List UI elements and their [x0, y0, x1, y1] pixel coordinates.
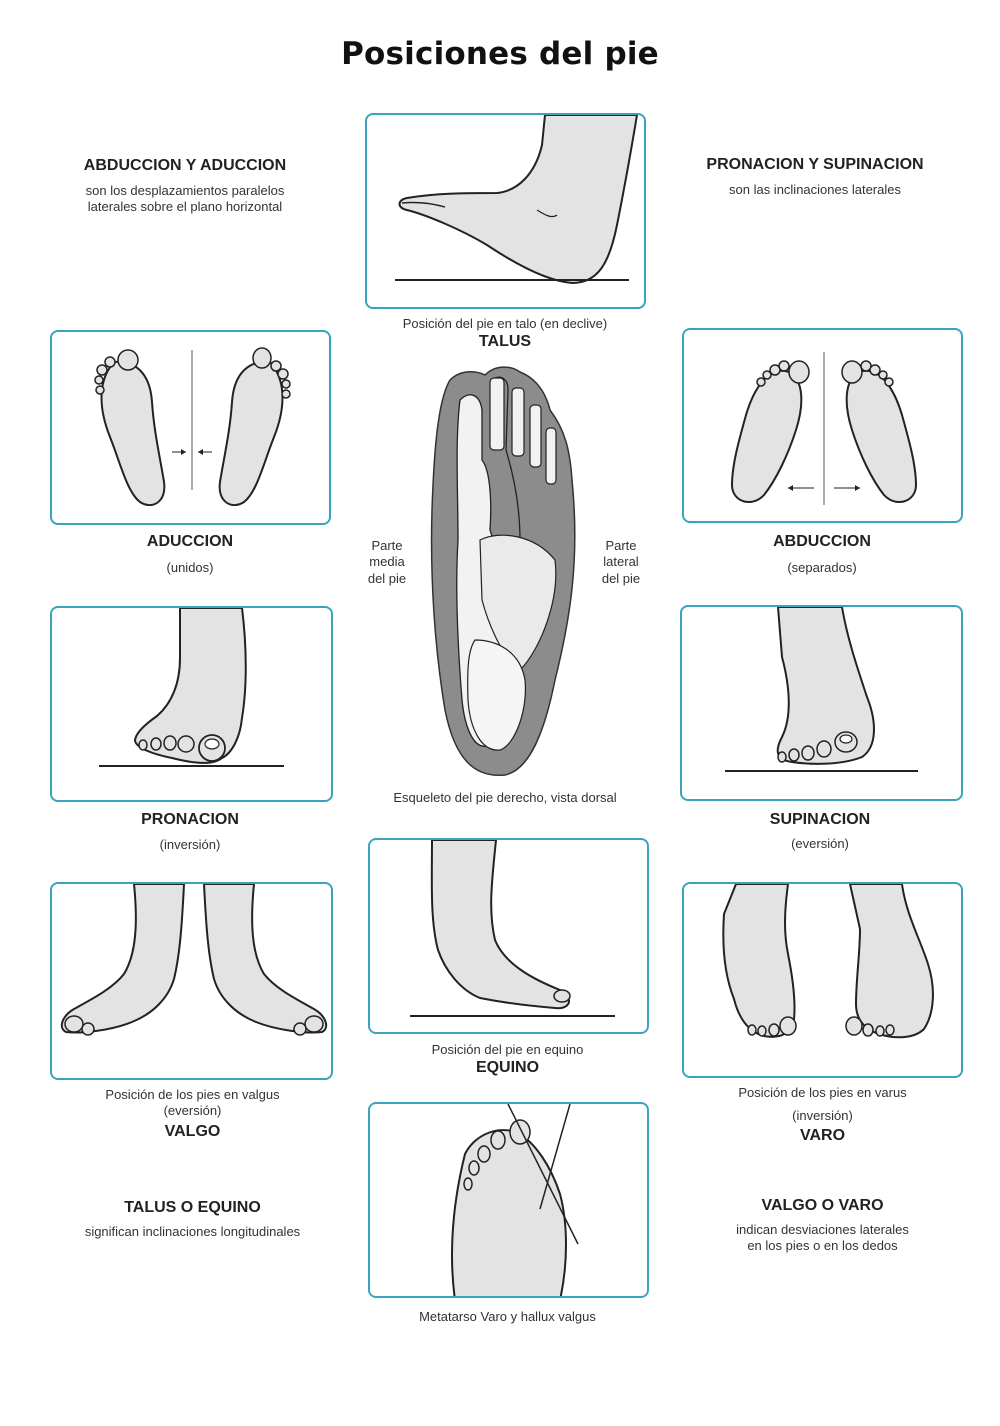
abduccion-sub: (separados): [787, 560, 857, 575]
valgo-varo-heading: VALGO O VARO: [761, 1197, 884, 1214]
supinacion-figure: [680, 605, 963, 801]
intro-left-text: son los desplazamientos paralelos latera…: [60, 183, 310, 216]
pronacion-label: PRONACION: [141, 811, 239, 828]
skeleton-lateral-line3: del pie: [601, 570, 641, 586]
skeleton-medial-line1: Parte: [371, 538, 403, 553]
intro-right-heading: PRONACION Y SUPINACION: [706, 156, 924, 173]
aduccion-label: ADUCCION: [146, 533, 234, 550]
varo-feet-illustration: [722, 884, 934, 1039]
skeleton-medial-line3: del pie: [367, 570, 407, 586]
equino-figure: [368, 838, 649, 1034]
intro-left-line1: son los desplazamientos paralelos: [85, 183, 285, 198]
varo-label: VARO: [799, 1127, 846, 1144]
valgo-varo-line2: en los pies o en los dedos: [747, 1238, 898, 1254]
skeleton-medial-line2: media: [369, 554, 405, 570]
talus-caption: Posición del pie en talo (en declive): [402, 316, 608, 331]
intro-right-text: son las inclinaciones laterales: [729, 182, 901, 197]
valgo-caption-line1: Posición de los pies en valgus: [105, 1087, 280, 1102]
supinacion-foot-illustration: [725, 607, 918, 772]
aduccion-figure: [50, 330, 331, 525]
varo-figure: [682, 882, 963, 1078]
supinacion-sub: (eversión): [791, 836, 849, 851]
aduccion-feet-illustration: [94, 347, 291, 507]
intro-left-heading: ABDUCCION Y ADUCCION: [83, 157, 287, 174]
skeleton-lateral-line2: lateral: [603, 554, 639, 570]
foot-skeleton-illustration: [430, 366, 576, 777]
equino-label: EQUINO: [475, 1059, 540, 1076]
hallux-figure: [368, 1102, 649, 1298]
hallux-foot-illustration: [451, 1104, 579, 1296]
talus-equino-heading: TALUS O EQUINO: [124, 1199, 261, 1216]
talus-equino-text: significan inclinaciones longitudinales: [84, 1224, 301, 1239]
valgo-varo-line1: indican desviaciones laterales: [736, 1222, 909, 1237]
hallux-caption: Metatarso Varo y hallux valgus: [419, 1309, 596, 1324]
valgo-label: VALGO: [164, 1123, 221, 1140]
talus-foot-illustration: [395, 115, 639, 285]
intro-left-line2: laterales sobre el plano horizontal: [87, 199, 283, 215]
pronacion-figure: [50, 606, 333, 802]
supinacion-label: SUPINACION: [769, 811, 871, 828]
aduccion-sub: (unidos): [166, 560, 214, 575]
skeleton-lateral-line1: Parte: [605, 538, 637, 553]
equino-foot-illustration: [410, 840, 615, 1017]
skeleton-lateral-label: Parte lateral del pie: [586, 538, 656, 587]
pronacion-sub: (inversión): [159, 837, 221, 852]
talus-figure: [365, 113, 646, 309]
abduccion-feet-illustration: [730, 352, 918, 505]
equino-caption: Posición del pie en equino: [431, 1042, 584, 1057]
valgo-caption: Posición de los pies en valgus (eversión…: [60, 1087, 325, 1120]
pronacion-foot-illustration: [99, 608, 284, 767]
talus-label: TALUS: [478, 333, 532, 350]
valgo-varo-text: indican desviaciones laterales en los pi…: [680, 1222, 965, 1255]
skeleton-caption: Esqueleto del pie derecho, vista dorsal: [393, 790, 617, 805]
skeleton-medial-label: Parte media del pie: [352, 538, 422, 587]
valgo-figure: [50, 882, 333, 1080]
varo-caption-line2: (inversión): [792, 1108, 853, 1123]
page-title: Posiciones del pie: [341, 36, 659, 72]
abduccion-label: ABDUCCION: [773, 533, 871, 550]
valgo-feet-illustration: [60, 884, 328, 1036]
abduccion-figure: [682, 328, 963, 523]
varo-caption-line1: Posición de los pies en varus: [738, 1085, 907, 1100]
valgo-caption-line2: (eversión): [163, 1103, 222, 1119]
